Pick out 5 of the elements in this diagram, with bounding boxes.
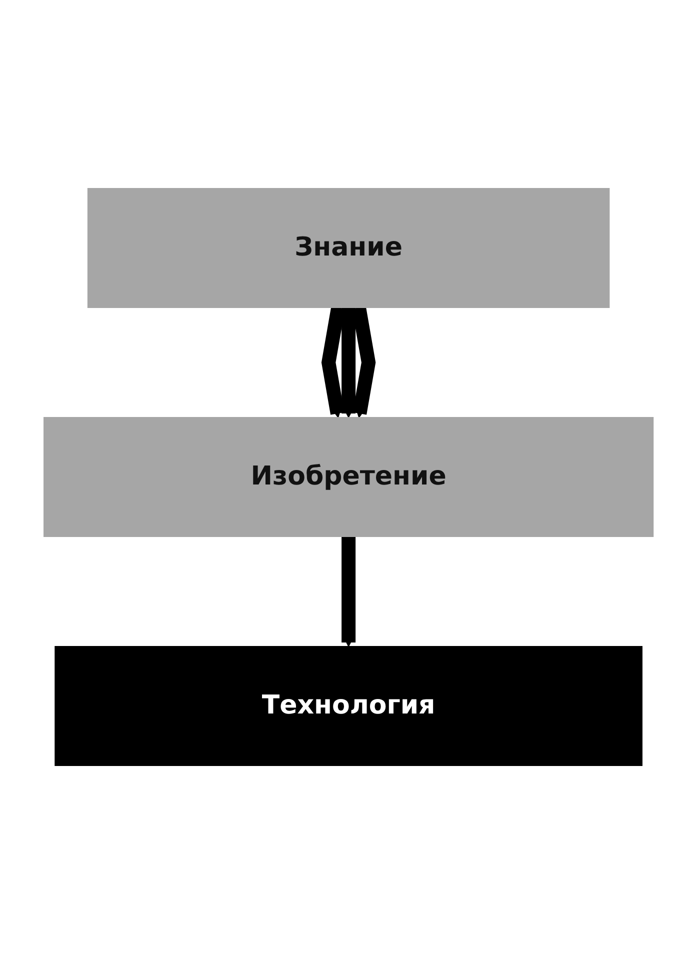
arrow (342, 308, 356, 418)
node-box: Технология (54, 646, 642, 766)
node-box: Знание (87, 188, 610, 308)
node-box: Изобретение (43, 417, 654, 537)
arrow (342, 536, 356, 647)
